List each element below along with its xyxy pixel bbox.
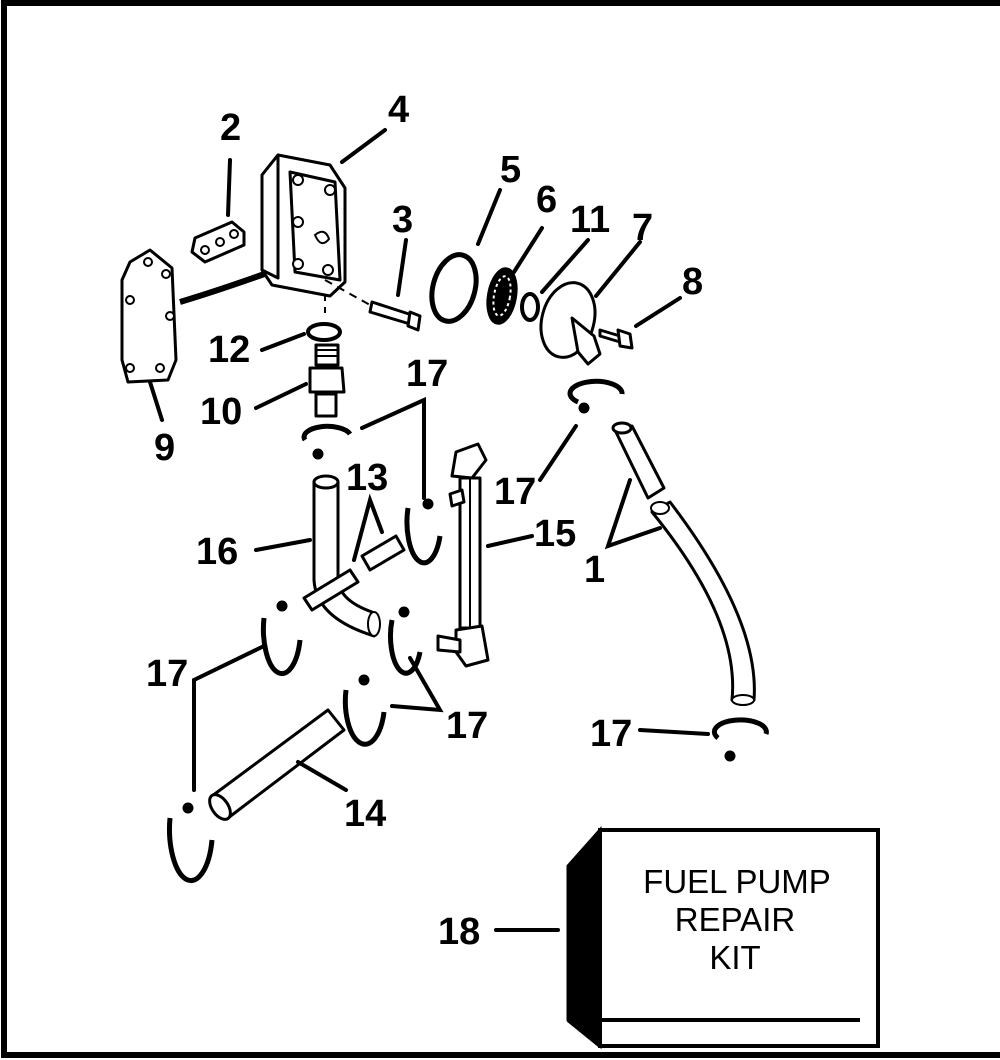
callout-10: 10 bbox=[200, 391, 242, 433]
callout-17c: 17 bbox=[146, 653, 188, 695]
callout-9: 9 bbox=[154, 427, 175, 469]
callout-17e: 17 bbox=[590, 713, 632, 755]
vent-hose bbox=[179, 269, 272, 305]
callout-16: 16 bbox=[196, 531, 238, 573]
callout-7: 7 bbox=[632, 207, 653, 249]
part-3-screw bbox=[368, 238, 422, 332]
callout-8: 8 bbox=[682, 261, 703, 303]
part-9-gasket bbox=[120, 248, 178, 422]
callout-4: 4 bbox=[388, 89, 409, 131]
callout-6: 6 bbox=[536, 179, 557, 221]
part-15-filter bbox=[436, 442, 534, 668]
callout-14: 14 bbox=[344, 793, 386, 835]
part-5-o-ring bbox=[429, 188, 502, 324]
kit-label-line3: KIT bbox=[709, 939, 760, 976]
callout-5: 5 bbox=[500, 149, 521, 191]
part-13-tubes bbox=[302, 493, 406, 612]
callout-15: 15 bbox=[534, 513, 576, 555]
part-12-o-ring bbox=[260, 322, 342, 352]
callout-1: 1 bbox=[584, 549, 605, 591]
callout-17b: 17 bbox=[494, 471, 536, 513]
callout-2: 2 bbox=[220, 107, 241, 149]
part-17-clamps bbox=[167, 378, 769, 884]
part-14-long-hose bbox=[208, 708, 348, 821]
callout-18: 18 bbox=[438, 911, 480, 953]
callout-3: 3 bbox=[392, 199, 413, 241]
part-6-screen bbox=[486, 226, 544, 325]
kit-label-line2: REPAIR bbox=[675, 901, 795, 938]
part-7-cover bbox=[539, 240, 642, 366]
callout-12: 12 bbox=[208, 329, 250, 371]
part-4-pump-body bbox=[260, 128, 387, 318]
part-8-screw bbox=[598, 296, 682, 350]
part-2-valve-plate bbox=[190, 158, 246, 264]
part-1-fuel-hose bbox=[604, 421, 756, 706]
callout-11: 11 bbox=[570, 199, 610, 241]
callout-13: 13 bbox=[346, 457, 388, 499]
part-18-repair-kit: FUEL PUMP REPAIR KIT bbox=[494, 826, 880, 1050]
part-10-fitting bbox=[254, 343, 346, 418]
callout-17d: 17 bbox=[446, 705, 488, 747]
part-11-small-o-ring bbox=[520, 238, 590, 322]
kit-label-line1: FUEL PUMP bbox=[643, 863, 831, 900]
callout-17a: 17 bbox=[406, 353, 448, 395]
